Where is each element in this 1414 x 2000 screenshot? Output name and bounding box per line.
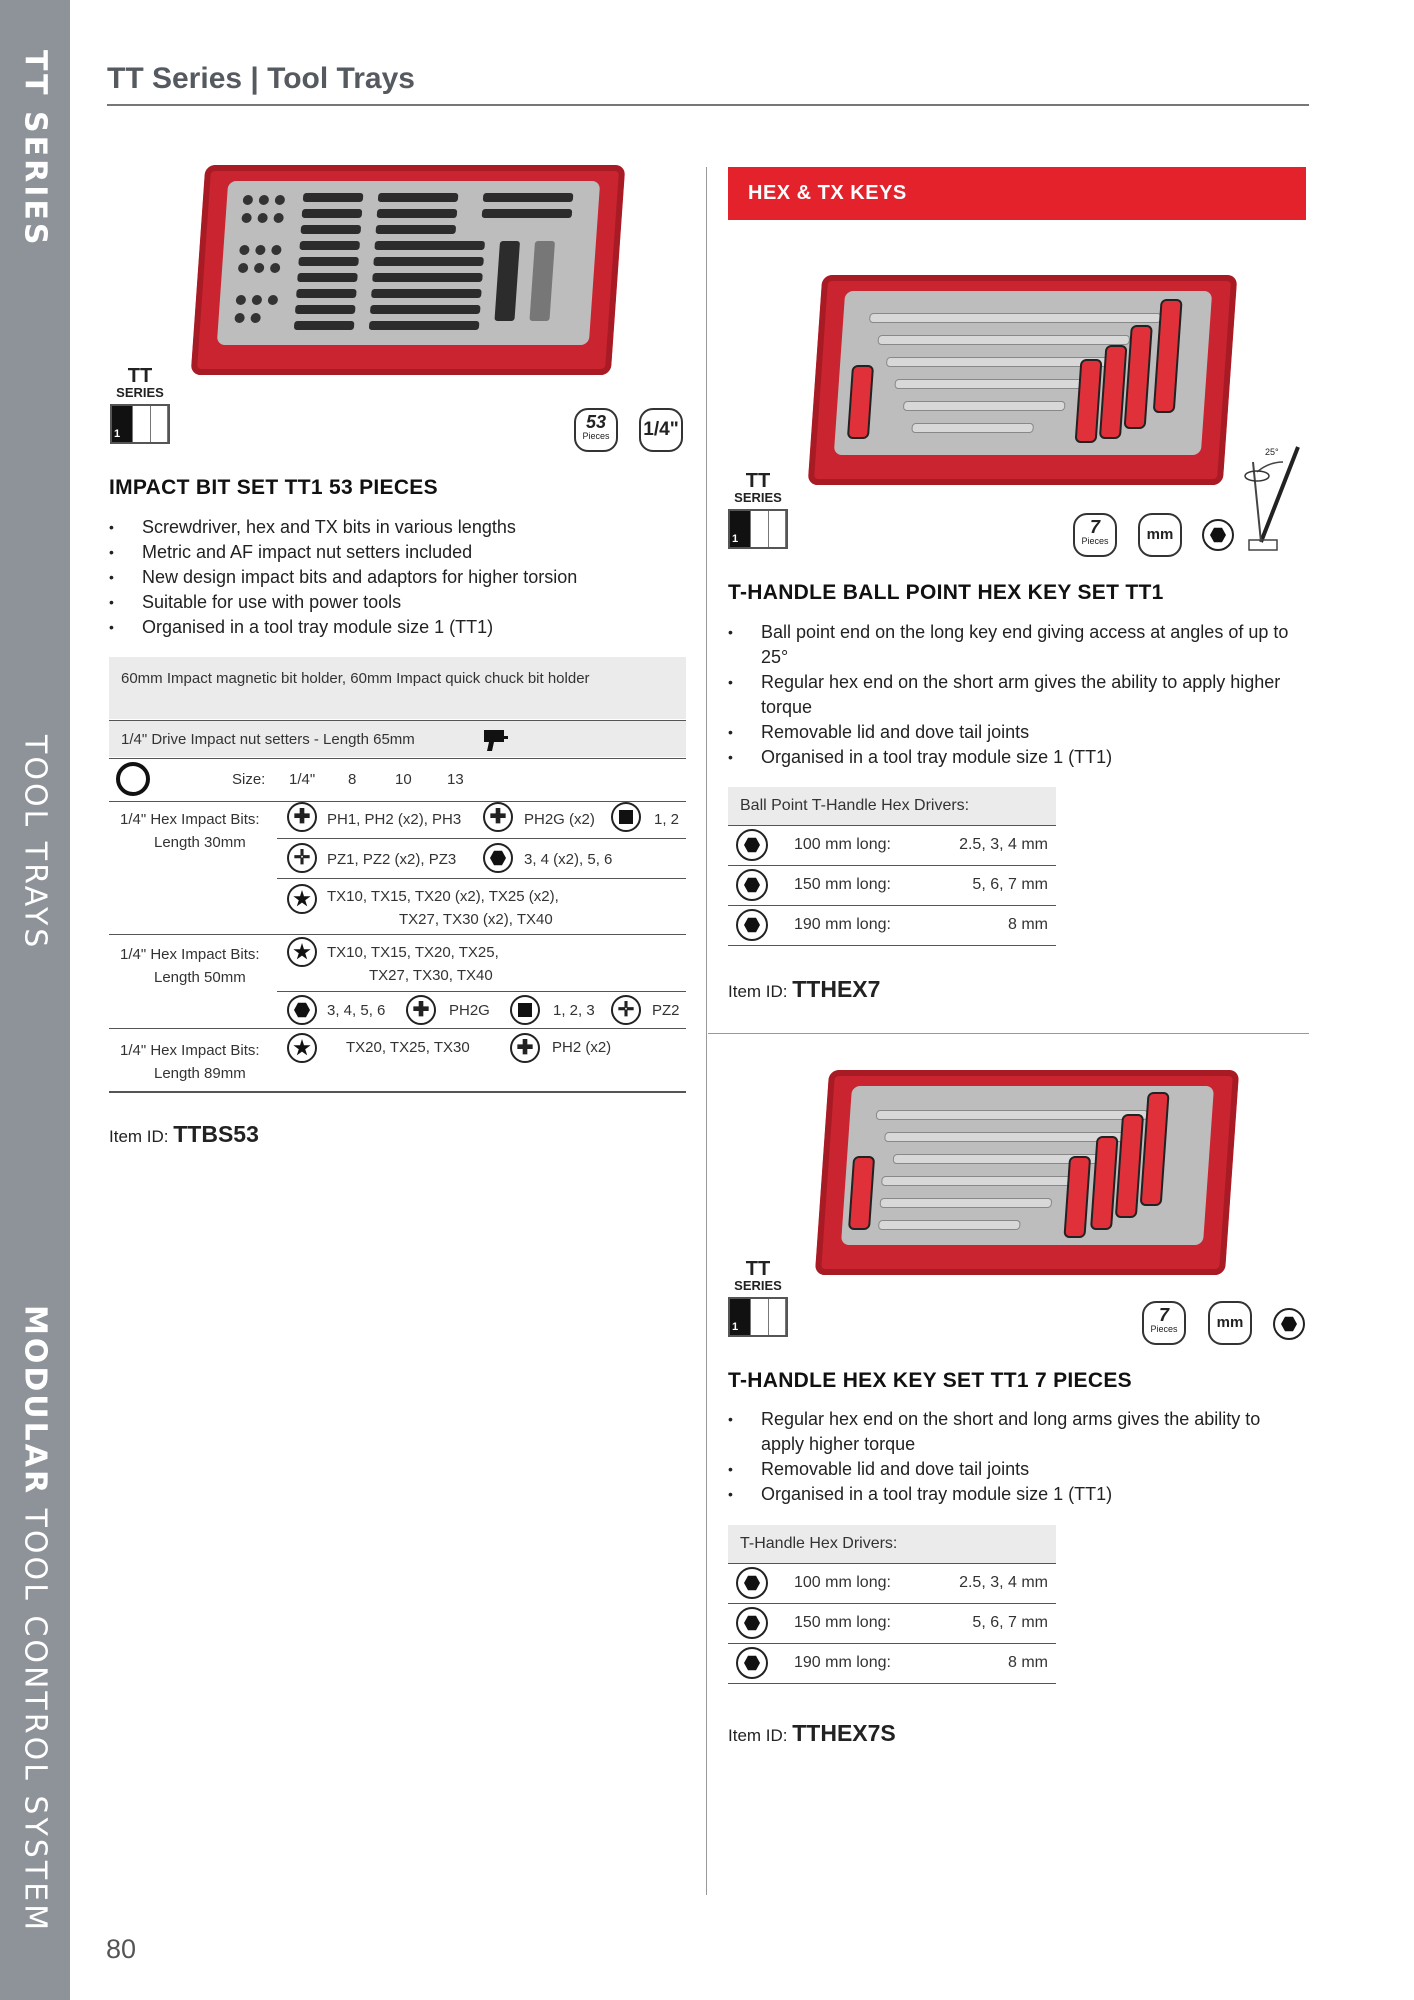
table-row: 150 mm long:5, 6, 7 mm [728, 866, 1056, 906]
socket-icon [116, 762, 150, 796]
feature-item: Ball point end on the long key end givin… [728, 620, 1308, 670]
angle-diagram-icon: 25° [1244, 446, 1300, 551]
feature-item: Screwdriver, hex and TX bits in various … [109, 515, 689, 540]
hex-icon [736, 1567, 768, 1599]
item-id: Item ID: TTHEX7S [728, 1720, 896, 1746]
item-id: Item ID: TTHEX7 [728, 976, 881, 1002]
drive-size-badge: 1/4" [639, 408, 683, 452]
impact-drill-icon [484, 730, 508, 751]
svg-text:25°: 25° [1265, 447, 1279, 457]
torx-icon [287, 1033, 317, 1063]
table-row: 100 mm long:2.5, 3, 4 mm [728, 1564, 1056, 1604]
ballpoint-hex-tray-image [807, 275, 1238, 485]
hex-icon [736, 1607, 768, 1639]
product-title: T-HANDLE HEX KEY SET TT1 7 PIECES [728, 1369, 1132, 1392]
torx-icon [287, 884, 317, 914]
item-id: Item ID: TTBS53 [109, 1121, 259, 1147]
hex-icon [736, 869, 768, 901]
square-icon [510, 995, 540, 1025]
hex-icon [736, 829, 768, 861]
hex-key-tray-image [814, 1070, 1240, 1275]
tt-series-logo: TT SERIES 1 [728, 471, 798, 549]
metric-badge: mm [1208, 1301, 1252, 1345]
feature-item: Organised in a tool tray module size 1 (… [728, 745, 1308, 770]
table-header: T-Handle Hex Drivers: [728, 1525, 1056, 1564]
impact-bit-tray-image [190, 165, 626, 375]
hex-icon [483, 843, 513, 873]
hex-icon [287, 995, 317, 1025]
feature-list: Ball point end on the long key end givin… [728, 620, 1308, 770]
holder-row: 60mm Impact magnetic bit holder, 60mm Im… [121, 670, 590, 687]
hex-icon [1202, 519, 1234, 551]
table-row: 150 mm long:5, 6, 7 mm [728, 1604, 1056, 1644]
product-title: IMPACT BIT SET TT1 53 PIECES [109, 476, 438, 499]
phillips-icon: ✚ [483, 802, 513, 832]
pozidriv-icon: ✛ [611, 995, 641, 1025]
sidebar-label-system: MODULAR TOOL CONTROL SYSTEM [17, 1305, 53, 1934]
phillips-icon: ✚ [406, 995, 436, 1025]
sidebar-label-series: TT SERIES [17, 50, 53, 248]
hex-spec-table: T-Handle Hex Drivers: 100 mm long:2.5, 3… [728, 1525, 1056, 1684]
table-row: 190 mm long:8 mm [728, 906, 1056, 946]
column-divider [706, 167, 707, 1895]
square-icon [611, 802, 641, 832]
tt-series-logo: TT SERIES 1 [728, 1259, 798, 1337]
tt-series-logo: TT SERIES 1 [110, 366, 180, 444]
hex-icon [1273, 1308, 1305, 1340]
feature-item: Regular hex end on the short arm gives t… [728, 670, 1308, 720]
metric-badge: mm [1138, 513, 1182, 557]
page-number: 80 [106, 1934, 137, 1964]
page-title: TT Series | Tool Trays [107, 62, 415, 95]
section-divider [708, 1033, 1309, 1034]
pozidriv-icon: ✛ [287, 843, 317, 873]
feature-item: Metric and AF impact nut setters include… [109, 540, 689, 565]
sidebar-label-trays: TOOL TRAYS [17, 735, 53, 951]
sidebar: TT SERIES TOOL TRAYS MODULAR TOOL CONTRO… [0, 0, 70, 2000]
header-divider [107, 104, 1309, 106]
phillips-icon: ✚ [287, 802, 317, 832]
feature-item: Regular hex end on the short and long ar… [728, 1407, 1308, 1457]
feature-list: Regular hex end on the short and long ar… [728, 1407, 1308, 1507]
feature-list: Screwdriver, hex and TX bits in various … [109, 515, 689, 640]
nut-setter-row: 1/4" Drive Impact nut setters - Length 6… [121, 731, 415, 748]
product-title: T-HANDLE BALL POINT HEX KEY SET TT1 [728, 581, 1164, 604]
torx-icon [287, 937, 317, 967]
feature-item: Organised in a tool tray module size 1 (… [728, 1482, 1308, 1507]
section-banner: HEX & TX KEYS [728, 167, 1306, 220]
hex-icon [736, 1647, 768, 1679]
feature-item: Suitable for use with power tools [109, 590, 689, 615]
ballpoint-spec-table: Ball Point T-Handle Hex Drivers: 100 mm … [728, 787, 1056, 946]
feature-item: Removable lid and dove tail joints [728, 1457, 1308, 1482]
phillips-icon: ✚ [510, 1033, 540, 1063]
hex-icon [736, 909, 768, 941]
table-header: Ball Point T-Handle Hex Drivers: [728, 787, 1056, 826]
feature-item: New design impact bits and adaptors for … [109, 565, 689, 590]
feature-item: Removable lid and dove tail joints [728, 720, 1308, 745]
feature-item: Organised in a tool tray module size 1 (… [109, 615, 689, 640]
table-row: 100 mm long:2.5, 3, 4 mm [728, 826, 1056, 866]
table-row: 190 mm long:8 mm [728, 1644, 1056, 1684]
